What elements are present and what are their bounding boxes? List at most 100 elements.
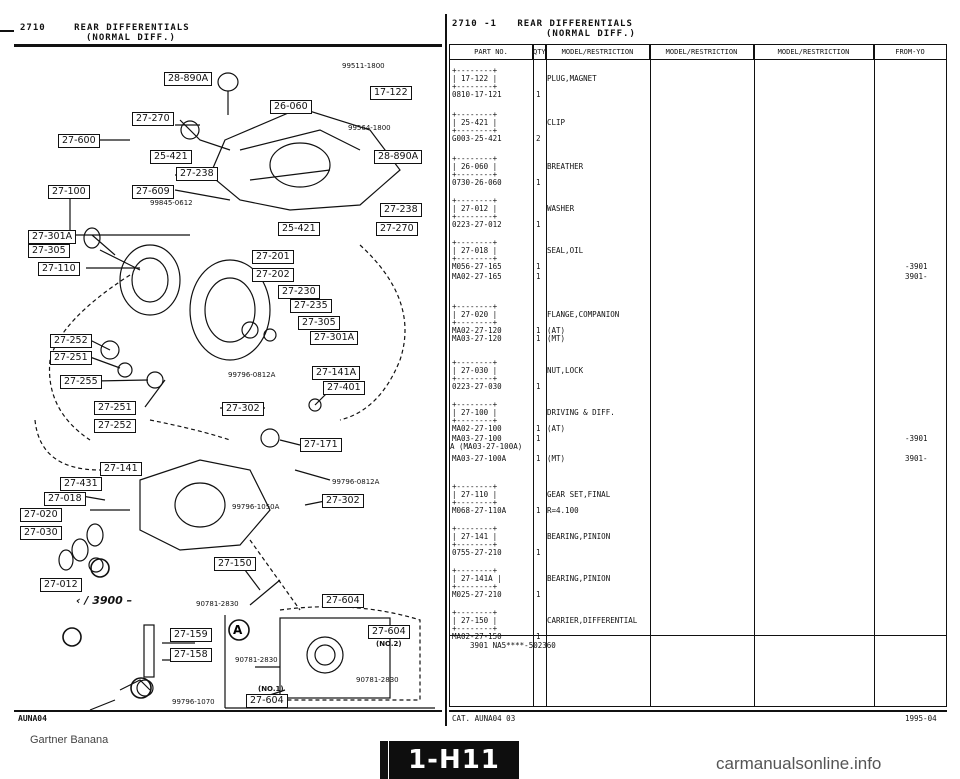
group-box-bottom: +--------+ [452,374,498,383]
group-box-bottom: +--------+ [452,540,498,549]
callout-27-604[interactable]: 27-604 [322,594,364,608]
callout-27-150[interactable]: 27-150 [214,557,256,571]
from-to: -3901 [905,262,928,271]
vline-1 [533,45,534,706]
callout-27-110[interactable]: 27-110 [38,262,80,276]
callout-27-158[interactable]: 27-158 [170,648,212,662]
group-box-top: +--------+ [452,196,498,205]
callout-27-270[interactable]: 27-270 [132,112,174,126]
col-qty: QTY [533,45,546,59]
group-box-label: | 17-122 | [452,74,498,83]
table-header-rule [450,59,946,60]
group-box-top: +--------+ [452,66,498,75]
callout-27-301A-2[interactable]: 27-301A [310,331,359,345]
callout-27-202[interactable]: 27-202 [252,268,294,282]
callout-25-421[interactable]: 25-421 [150,150,192,164]
group-box-bottom: +--------+ [452,582,498,591]
vline-3 [650,45,651,706]
callout-25-421-2[interactable]: 25-421 [278,222,320,236]
page-divider [445,14,447,726]
callout-27-238[interactable]: 27-238 [176,167,218,181]
group-box-top: +--------+ [452,358,498,367]
callout-27-604-no2[interactable]: 27-604 [368,625,410,639]
left-edge-rule [0,30,14,32]
callout-27-141A[interactable]: 27-141A [312,366,361,380]
part-number: 0223-27-030 [452,382,502,391]
callout-27-252-2[interactable]: 27-252 [94,419,136,433]
from-to: -3901 [905,434,928,443]
group-box-top: +--------+ [452,110,498,119]
callout-27-305-2[interactable]: 27-305 [298,316,340,330]
description: (MT) [547,454,566,463]
callout-27-100[interactable]: 27-100 [48,185,90,199]
callout-27-141[interactable]: 27-141 [100,462,142,476]
callout-27-252[interactable]: 27-252 [50,334,92,348]
group-box-top: +--------+ [452,238,498,247]
callout-27-600[interactable]: 27-600 [58,134,100,148]
part-number: 0223-27-012 [452,220,502,229]
vline-5 [874,45,875,706]
group-box-label: | 27-018 | [452,246,498,255]
right-header: 2710 -1 REAR DIFFERENTIALS (NORMAL DIFF.… [452,19,636,39]
callout-27-301A[interactable]: 27-301A [28,230,77,244]
part-99511-1800: 99511-1800 [342,62,385,70]
callout-27-159[interactable]: 27-159 [170,628,212,642]
callout-27-431[interactable]: 27-431 [60,477,102,491]
callout-27-302[interactable]: 27-302 [222,402,264,416]
callout-27-270-2[interactable]: 27-270 [376,222,418,236]
quantity: 1 [536,272,541,281]
callout-27-604-no1[interactable]: 27-604 [246,694,288,708]
group-code: 26-060 [461,162,489,171]
from-to: 3901- [905,272,928,281]
callout-27-235[interactable]: 27-235 [290,299,332,313]
callout-27-012[interactable]: 27-012 [40,578,82,592]
group-code: 27-030 [461,366,489,375]
callout-27-251-2[interactable]: 27-251 [94,401,136,415]
col-from-to: FROM-YO [895,48,925,56]
callout-27-255[interactable]: 27-255 [60,375,102,389]
part-number: 0810-17-121 [452,90,502,99]
callout-27-401[interactable]: 27-401 [323,381,365,395]
callout-27-609[interactable]: 27-609 [132,185,174,199]
callout-27-201[interactable]: 27-201 [252,250,294,264]
group-box-bottom: +--------+ [452,82,498,91]
quantity: 1 [536,506,541,515]
callout-27-251[interactable]: 27-251 [50,351,92,365]
group-code: 27-018 [461,246,489,255]
group-box-bottom: +--------+ [452,170,498,179]
group-code: 27-012 [461,204,489,213]
description: CARRIER,DIFFERENTIAL [547,616,638,625]
description: FLANGE,COMPANION [547,310,620,319]
part-99845-0612: 99845-0612 [150,199,193,207]
parts-table: PART NO. QTY MODEL/RESTRICTION MODEL/RES… [449,44,947,707]
callout-28-890A[interactable]: 28-890A [164,72,213,86]
description-variant: R=4.100 [547,506,579,515]
callout-27-018[interactable]: 27-018 [44,492,86,506]
group-code: 27-141 [461,532,489,541]
description: GEAR SET,FINAL [547,490,611,499]
watermark-right: carmanualsonline.info [716,754,882,773]
description: DRIVING & DIFF. [547,408,615,417]
callout-27-030[interactable]: 27-030 [20,526,62,540]
callout-26-060[interactable]: 26-060 [270,100,312,114]
right-bottom-rule [449,710,947,712]
callout-27-305[interactable]: 27-305 [28,244,70,258]
callout-17-122[interactable]: 17-122 [370,86,412,100]
quantity: 1 [536,178,541,187]
callout-27-230[interactable]: 27-230 [278,285,320,299]
quantity: 1 [536,220,541,229]
callout-28-890A-2[interactable]: 28-890A [374,150,423,164]
callout-27-302-2[interactable]: 27-302 [322,494,364,508]
callout-27-020[interactable]: 27-020 [20,508,62,522]
col-model-1: MODEL/RESTRICTION [546,45,650,59]
callout-27-171[interactable]: 27-171 [300,438,342,452]
description: (MT) [547,334,566,343]
description: BEARING,PINION [547,532,611,541]
group-code: 27-110 [461,490,489,499]
footer-left-code: AUNA04 [18,714,47,723]
description-variant: (AT) [547,424,566,433]
callout-27-238-2[interactable]: 27-238 [380,203,422,217]
group-box-bottom: +--------+ [452,126,498,135]
group-box-bottom: +--------+ [452,416,498,425]
group-code: 27-150 [461,616,489,625]
